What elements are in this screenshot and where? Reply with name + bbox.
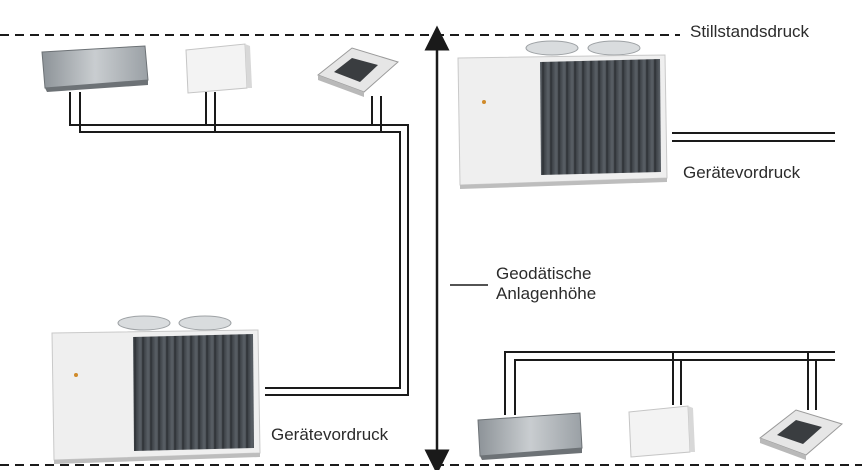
top-chiller-unit — [457, 40, 668, 189]
top-right-piping — [672, 132, 835, 142]
bottom-right-piping — [504, 351, 835, 415]
geodetic-height-label-line2: Anlagenhöhe — [496, 284, 597, 303]
geodetic-height-label: Geodätische Anlagenhöhe — [496, 264, 596, 304]
bottom-ceiling-cassette-unit — [758, 409, 844, 460]
top-left-piping — [69, 92, 409, 396]
standstill-pressure-label: Stillstandsdruck — [690, 22, 810, 41]
top-ceiling-cassette-unit — [316, 47, 400, 97]
bottom-wall-mounted-unit — [477, 412, 583, 460]
bottom-chiller-unit — [51, 315, 261, 464]
device-pre-pressure-label-top: Gerätevordruck — [683, 163, 801, 182]
top-floor-console-unit — [185, 43, 252, 94]
top-wall-mounted-unit — [41, 45, 149, 92]
bottom-floor-console-unit — [628, 405, 695, 458]
device-pre-pressure-label-bottom: Gerätevordruck — [271, 425, 389, 444]
geodetic-height-label-line1: Geodätische — [496, 264, 592, 283]
